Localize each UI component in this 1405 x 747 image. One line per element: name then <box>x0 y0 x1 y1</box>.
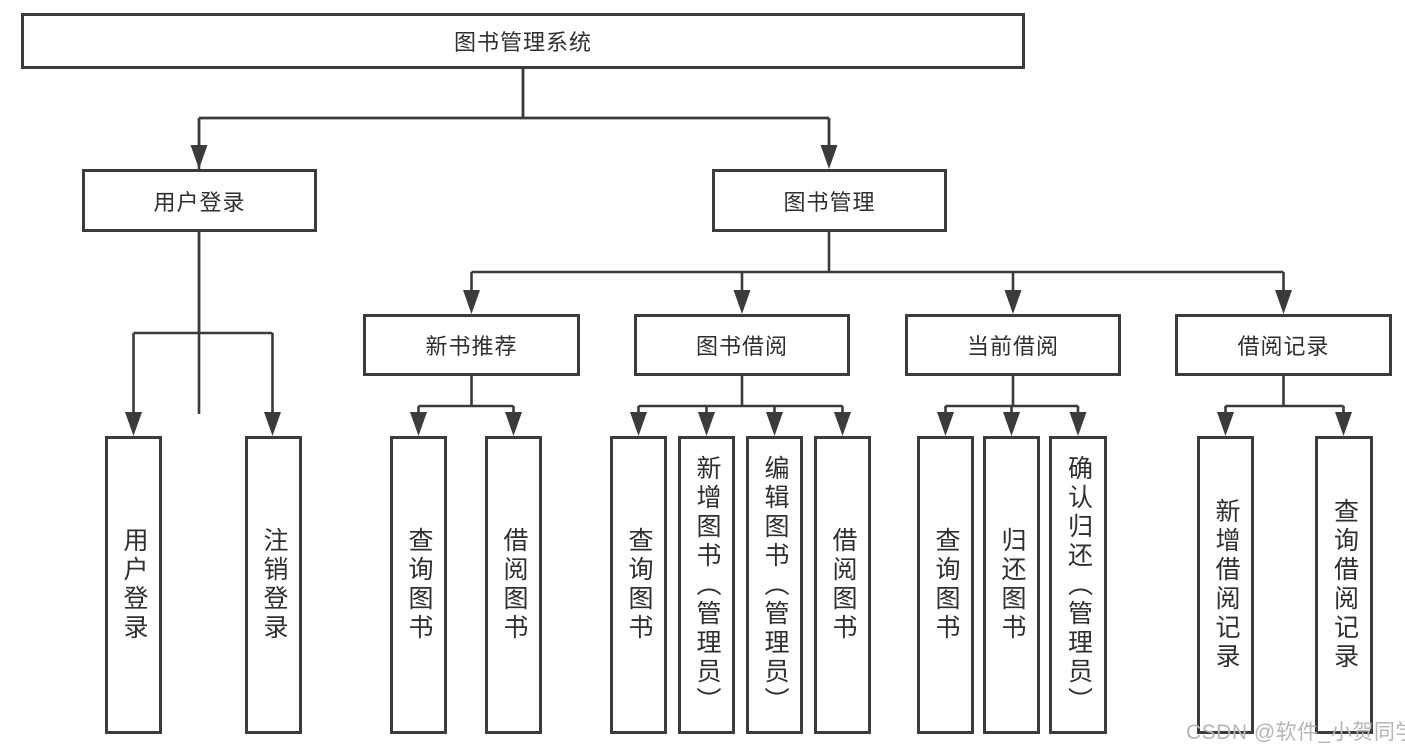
node-label: 借阅记录 <box>1237 334 1330 359</box>
connector-recommend-children <box>417 376 515 416</box>
leaf-current-query-books: 查询图书 <box>917 436 974 734</box>
node-label: 查询借阅记录 <box>1330 498 1359 672</box>
node-label: 新增借阅记录 <box>1212 498 1240 672</box>
leaf-borrowing-edit-books-admin: 编辑图书（管理员） <box>746 436 803 734</box>
node-label: 当前借阅 <box>966 334 1059 359</box>
node-label: 查询图书 <box>932 527 960 643</box>
node-label: 用户登录 <box>120 527 148 643</box>
node-book-borrowing: 图书借阅 <box>634 314 850 376</box>
leaf-borrowing-add-books-admin: 新增图书（管理员） <box>678 436 735 734</box>
node-label: 查询图书 <box>405 527 433 643</box>
node-book-management: 图书管理 <box>712 169 947 232</box>
leaf-recommend-borrow-books: 借阅图书 <box>485 436 542 734</box>
node-label: 确认归还（管理员） <box>1064 454 1093 716</box>
node-label: 图书管理系统 <box>453 30 592 55</box>
node-label: 查询图书 <box>625 527 653 643</box>
node-label: 用户登录 <box>153 189 246 215</box>
node-label: 图书管理 <box>783 189 876 215</box>
node-new-book-recommendation: 新书推荐 <box>363 314 580 376</box>
leaf-current-return-books: 归还图书 <box>983 436 1040 734</box>
node-label: 借阅图书 <box>829 527 857 643</box>
node-label: 编辑图书（管理员） <box>761 454 789 716</box>
node-user-login: 用户登录 <box>82 169 317 232</box>
leaf-records-query-borrow-record: 查询借阅记录 <box>1315 436 1373 734</box>
leaf-records-add-borrow-record: 新增借阅记录 <box>1197 436 1254 734</box>
node-label: 归还图书 <box>998 527 1026 643</box>
leaf-borrowing-borrow-books: 借阅图书 <box>814 436 871 734</box>
connector-records-children <box>1224 376 1345 416</box>
leaf-borrowing-query-books: 查询图书 <box>610 436 667 734</box>
csdn-watermark: CSDN @软件_小贺同学 <box>1186 721 1405 744</box>
node-current-borrowing: 当前借阅 <box>905 314 1121 376</box>
connector-book-management-children <box>470 232 1285 294</box>
connector-current-children <box>944 376 1080 416</box>
node-label: 图书借阅 <box>695 334 788 359</box>
node-label: 新增图书（管理员） <box>693 454 721 716</box>
node-label: 借阅图书 <box>500 527 528 643</box>
node-label: 新书推荐 <box>425 334 518 359</box>
node-root-library-management-system: 图书管理系统 <box>21 13 1025 69</box>
leaf-user-login: 用户登录 <box>105 436 162 734</box>
arrowheads <box>125 145 1352 436</box>
connector-user-login-children <box>132 232 274 416</box>
leaf-recommend-query-books: 查询图书 <box>390 436 447 734</box>
node-borrowing-records: 借阅记录 <box>1175 314 1392 376</box>
node-label: 注销登录 <box>260 527 288 643</box>
leaf-current-confirm-return-admin: 确认归还（管理员） <box>1049 436 1107 734</box>
leaf-logout: 注销登录 <box>245 436 302 734</box>
connector-borrowing-children <box>637 376 844 416</box>
